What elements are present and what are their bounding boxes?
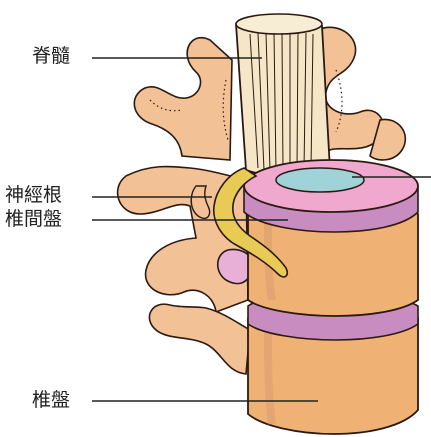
label-nerve-root: 神經根 [5, 186, 62, 205]
nucleus-pulposus [276, 168, 364, 192]
label-vertebra: 椎盤 [32, 391, 70, 410]
spinal-cord [236, 14, 330, 176]
intervertebral-disc [244, 160, 418, 232]
label-intervertebral-disc: 椎間盤 [5, 210, 62, 229]
label-spinal-cord: 脊髓 [32, 47, 70, 66]
